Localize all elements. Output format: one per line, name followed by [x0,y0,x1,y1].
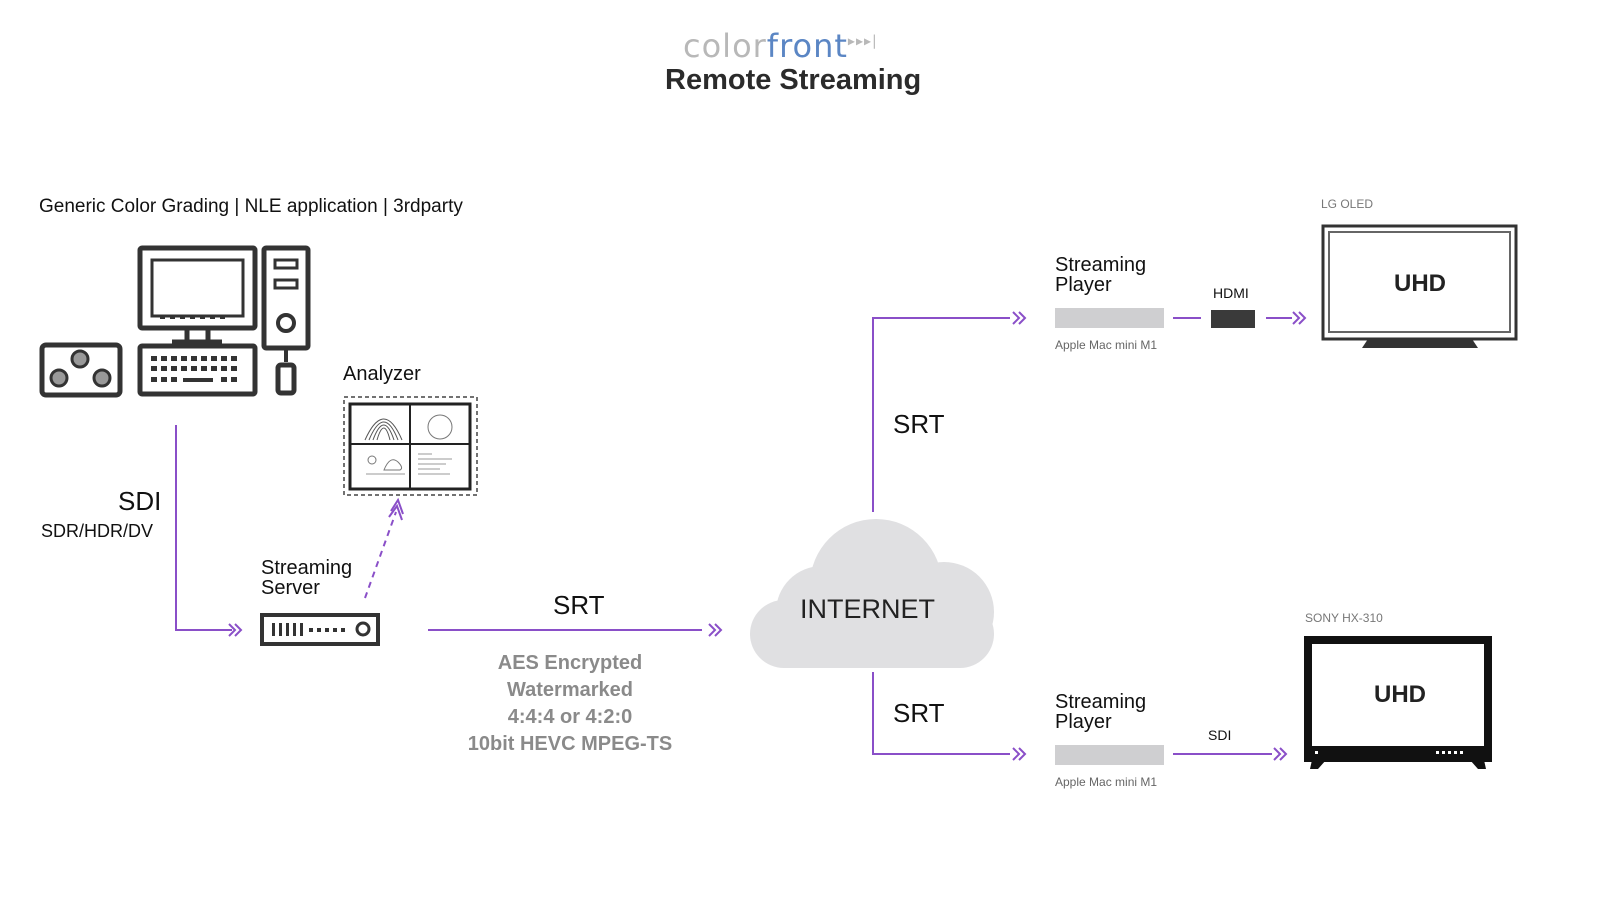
keyboard-keys [151,316,237,382]
player-top-device [1055,308,1164,328]
logo-part-front: front [766,27,848,65]
logo-suffix-icon: ▸▸▸| [847,33,878,50]
sony-uhd-label: UHD [1374,681,1426,708]
srt-lower-connection [872,672,1010,755]
server-label-line2: Server [261,577,320,599]
sdi-label: SDI [118,486,162,516]
encoding-line-2: Watermarked [507,679,633,701]
srt-upper-label: SRT [893,409,945,439]
player-bottom-device [1055,745,1164,765]
lg-oled-brand: LG OLED [1321,197,1374,211]
logo-part-color: color [683,27,767,65]
page-title: Remote Streaming [665,64,922,96]
sony-display [1304,636,1492,769]
sdi-output-label: SDI [1208,727,1232,743]
workstation-icon [39,245,311,398]
analyzer-icon [343,396,478,496]
srt-upper-connection [872,317,1010,512]
encoding-line-3: 4:4:4 or 4:2:0 [507,706,633,728]
sony-brand: SONY HX-310 [1305,611,1383,625]
hdmi-adapter [1211,310,1255,328]
encoding-line-4: 10bit HEVC MPEG-TS [467,733,673,755]
player-top-label-line2: Player [1055,274,1112,296]
colorfront-logo: colorfront▸▸▸| [683,27,878,65]
player-top-model: Apple Mac mini M1 [1055,338,1158,352]
lg-oled-uhd-label: UHD [1394,270,1446,297]
player-bottom-label-line1: Streaming [1055,691,1147,713]
lg-oled-display [1321,224,1518,348]
sdi-format-label: SDR/HDR/DV [41,521,154,541]
hdmi-label: HDMI [1213,285,1249,301]
internet-label: INTERNET [800,594,935,624]
server-label-line1: Streaming [261,557,353,579]
player-bottom-model: Apple Mac mini M1 [1055,775,1158,789]
encoding-line-1: AES Encrypted [497,652,643,674]
srt-main-label: SRT [553,590,605,620]
workstation-header: Generic Color Grading | NLE application … [39,196,463,217]
trackball-icons [49,349,112,388]
analyzer-connection [364,511,397,599]
sdi-connection [175,425,232,631]
player-top-label-line1: Streaming [1055,254,1147,276]
encoding-info: AES Encrypted Watermarked 4:4:4 or 4:2:0… [460,650,680,758]
streaming-server-icon [260,613,380,646]
srt-lower-label: SRT [893,698,945,728]
internet-cloud-icon [750,519,994,668]
player-bottom-label-line2: Player [1055,711,1112,733]
analyzer-label: Analyzer [343,363,421,385]
